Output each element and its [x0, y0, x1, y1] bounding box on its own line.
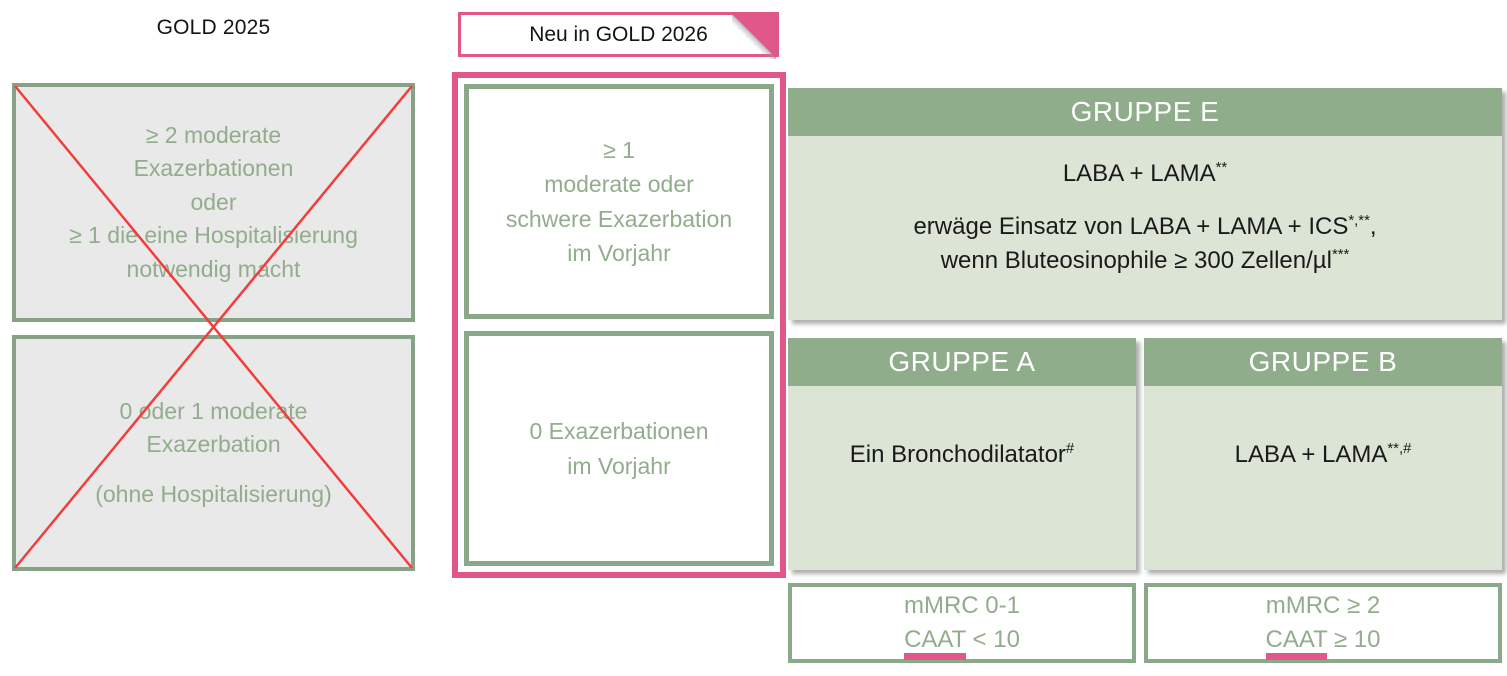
caat-highlight: CAAT — [1265, 626, 1328, 660]
criteria-b-mmrc: mMRC ≥ 2 — [1265, 592, 1381, 620]
gruppe-e-body: LABA + LAMA** erwäge Einsatz von LABA + … — [788, 136, 1502, 320]
gruppe-e-therapy-line: LABA + LAMA** — [1062, 160, 1228, 187]
gold2026-exacerbation-box-high: ≥ 1 moderate oder schwere Exazerbation i… — [464, 84, 774, 319]
gold-2025-title: GOLD 2025 — [156, 16, 271, 39]
page-fold-corner-icon — [732, 15, 776, 59]
criteria-a-mmrc: mMRC 0-1 — [903, 592, 1020, 620]
gruppe-e-ics-paragraph: erwäge Einsatz von LABA + LAMA + ICS*,**… — [788, 210, 1502, 277]
gruppe-b-therapy-line: LABA + LAMA**,# — [1234, 441, 1412, 468]
gruppe-b-box: GRUPPE B LABA + LAMA**,# — [1144, 338, 1502, 570]
gold2026-exacerbation-box-low-text: 0 Exazerbationen im Vorjahr — [529, 418, 709, 479]
gold2025-exacerbation-box-high-text: ≥ 2 moderate Exazerbationen oder ≥ 1 die… — [69, 122, 358, 282]
gold2026-exacerbation-box-high-text: ≥ 1 moderate oder schwere Exazerbation i… — [505, 136, 733, 267]
gruppe-b-header: GRUPPE B — [1144, 338, 1502, 386]
gruppe-e-line2-footnote: *,** — [1348, 213, 1370, 229]
gruppe-a-box: GRUPPE A Ein Bronchodilatator# — [788, 338, 1136, 570]
gruppe-e-header: GRUPPE E — [788, 88, 1502, 136]
gruppe-e-ics-line: erwäge Einsatz von LABA + LAMA + ICS*,**… — [913, 213, 1377, 240]
gruppe-e-line1-footnote: ** — [1215, 160, 1228, 176]
gold2026-exacerbation-box-low: 0 Exazerbationen im Vorjahr — [464, 331, 774, 566]
criteria-a-caat-line: CAAT < 10 — [904, 623, 1020, 660]
gold2025-exacerbation-box-high: ≥ 2 moderate Exazerbationen oder ≥ 1 die… — [12, 83, 415, 322]
gruppe-a-footnote: # — [1065, 441, 1075, 457]
gold2026-highlight-container: ≥ 1 moderate oder schwere Exazerbation i… — [452, 72, 786, 578]
neu-gold-2026-label: Neu in GOLD 2026 — [529, 22, 708, 46]
gold2025-exacerbation-box-low-text-2: (ohne Hospitalisierung) — [95, 480, 332, 507]
caat-highlight: CAAT — [904, 626, 966, 660]
gruppe-e-line3-footnote: *** — [1331, 246, 1350, 263]
gold2025-exacerbation-box-low-text-1: 0 oder 1 moderate Exazerbation — [119, 397, 308, 458]
gruppe-a-body: Ein Bronchodilatator# — [788, 386, 1136, 570]
gruppe-e-box: GRUPPE E LABA + LAMA** erwäge Einsatz vo… — [788, 88, 1502, 320]
neu-gold-2026-badge: Neu in GOLD 2026 — [458, 12, 779, 59]
gruppe-b-footnote: **,# — [1387, 441, 1412, 457]
criteria-box-gruppe-b: mMRC ≥ 2 CAAT ≥ 10 — [1144, 583, 1502, 663]
gruppe-b-body: LABA + LAMA**,# — [1144, 386, 1502, 570]
gold2025-exacerbation-box-low: 0 oder 1 moderate Exazerbation (ohne Hos… — [12, 335, 415, 571]
gruppe-a-header: GRUPPE A — [788, 338, 1136, 386]
criteria-b-caat-line: CAAT ≥ 10 — [1265, 623, 1381, 660]
gruppe-a-therapy-line: Ein Bronchodilatator# — [849, 441, 1075, 468]
gruppe-e-eosinophil-line: wenn Bluteosinophile ≥ 300 Zellen/µl*** — [940, 246, 1350, 274]
criteria-box-gruppe-a: mMRC 0-1 CAAT < 10 — [788, 583, 1136, 663]
